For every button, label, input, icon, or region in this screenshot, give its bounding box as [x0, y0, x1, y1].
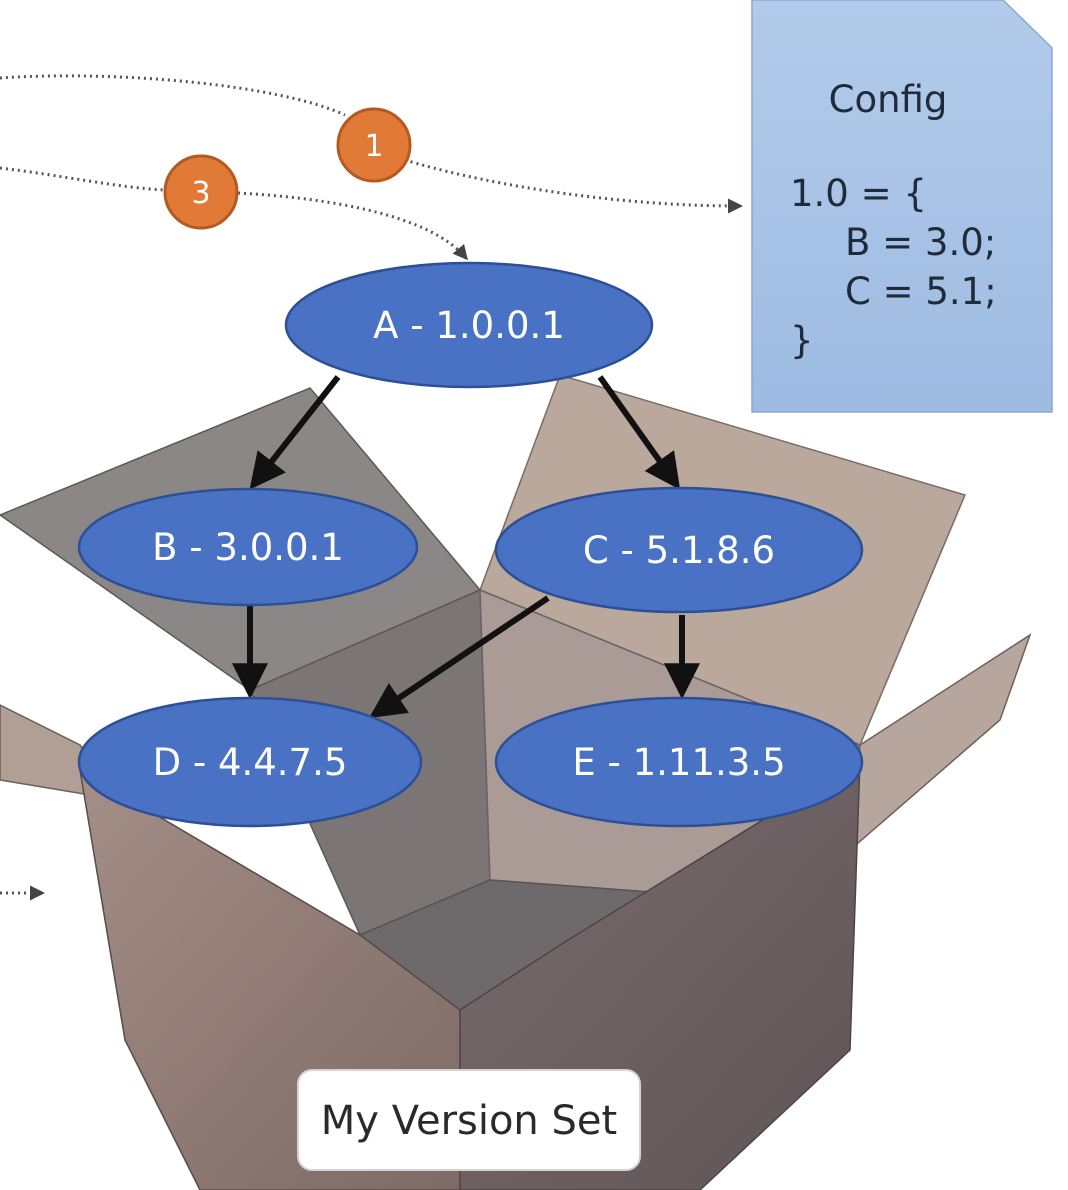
step-badge-1: 1 [336, 107, 412, 183]
config-title: Config [829, 78, 948, 121]
node-b: B - 3.0.0.1 [77, 487, 419, 607]
node-e: E - 1.11.3.5 [494, 696, 864, 828]
config-line-2: B = 3.0; [845, 221, 996, 264]
config-document: Config 1.0 = { B = 3.0; C = 5.1; } [751, 0, 1053, 413]
step-badge-1-label: 1 [364, 129, 383, 164]
version-set-label-box: My Version Set [297, 1069, 641, 1171]
dependency-edges [232, 375, 700, 719]
node-c: C - 5.1.8.6 [494, 486, 864, 614]
node-b-label: B - 3.0.0.1 [152, 526, 344, 569]
edge-a-to-c [597, 375, 681, 490]
dotted-path-badge-3-to-node-a [237, 191, 468, 261]
node-a-label: A - 1.0.0.1 [373, 304, 565, 347]
dotted-connectors [0, 74, 743, 901]
step-badge-3: 3 [163, 154, 239, 230]
node-d: D - 4.4.7.5 [77, 696, 423, 828]
dotted-path-badge-1-to-config [404, 158, 743, 214]
config-line-1: 1.0 = { [790, 172, 927, 215]
edge-a-to-b [249, 375, 341, 490]
step-badge-3-label: 3 [191, 176, 210, 211]
config-line-3: C = 5.1; [845, 270, 997, 313]
dotted-path-to-badge-3 [0, 166, 166, 192]
node-d-label: D - 4.4.7.5 [153, 741, 348, 784]
config-line-4: } [790, 319, 814, 362]
node-a: A - 1.0.0.1 [284, 261, 654, 389]
node-c-label: C - 5.1.8.6 [583, 529, 775, 572]
version-set-label: My Version Set [321, 1098, 617, 1144]
node-e-label: E - 1.11.3.5 [572, 741, 785, 784]
dotted-path-to-badge-1 [0, 74, 346, 117]
edge-c-to-d [369, 595, 550, 719]
